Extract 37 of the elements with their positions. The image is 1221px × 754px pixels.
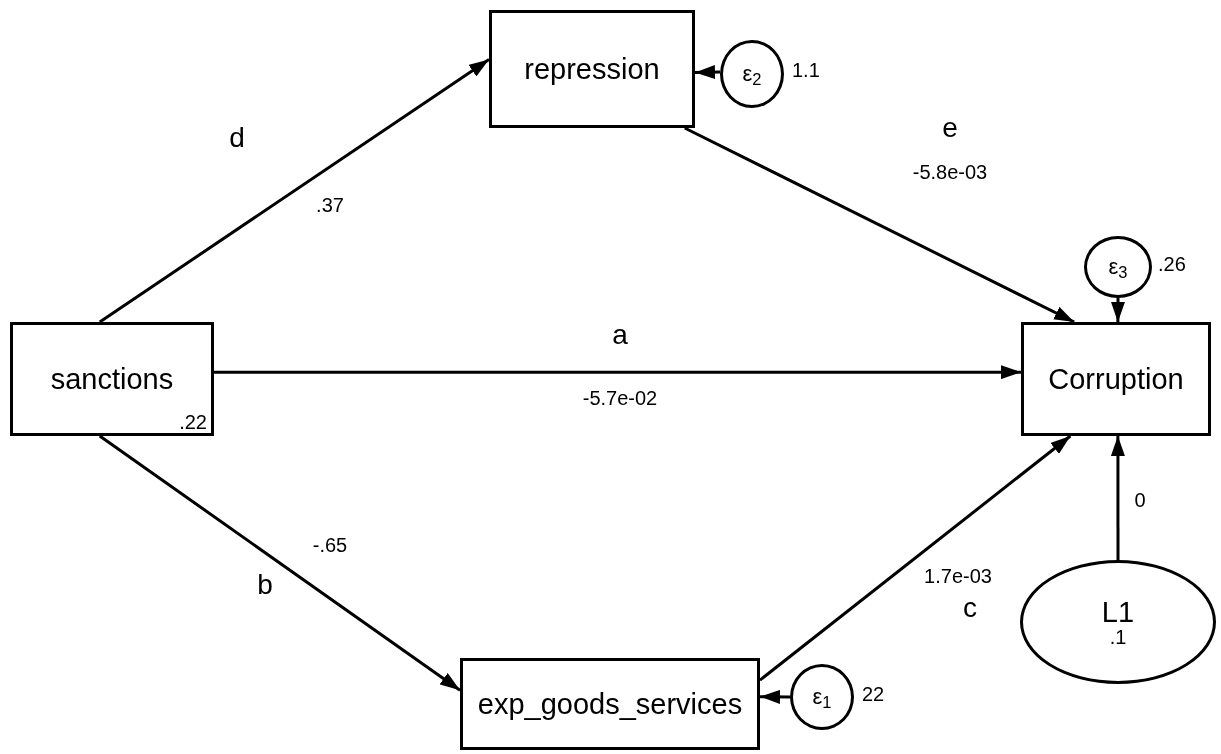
error-term-label: ε$_{2}$: [742, 63, 762, 85]
arrow: [214, 365, 1021, 380]
path-letter: a: [612, 321, 628, 349]
arrow: [1111, 298, 1125, 322]
path-coefficient: .37: [314, 195, 346, 215]
arrow: [759, 434, 1072, 682]
path-coefficient: -5.7e-02: [580, 388, 660, 408]
path-letter: b: [257, 571, 273, 599]
variable-box: [10, 322, 214, 436]
arrow: [684, 126, 1075, 324]
variable-box: [1021, 322, 1211, 436]
variance-label: 22: [862, 684, 885, 704]
arrow: [98, 434, 461, 692]
error-term-label: ε$_{3}$: [1108, 256, 1128, 278]
arrow: [98, 58, 490, 324]
path-letter: c: [963, 594, 977, 622]
variance-label: 1.1: [792, 60, 820, 80]
path-coefficient: -.65: [310, 535, 350, 555]
path-coefficient: 1.7e-03: [922, 566, 994, 586]
variance-label: .22: [179, 412, 207, 432]
variable-name: Corruption: [1048, 364, 1184, 394]
path-letter: e: [942, 114, 958, 142]
variable-box: [489, 10, 695, 128]
error-term-label: ε$_{1}$: [812, 686, 832, 708]
variance-label: .26: [1158, 254, 1186, 274]
arrow: [694, 65, 721, 80]
arrow: [1110, 436, 1125, 560]
variance-label: .1: [1109, 626, 1127, 647]
path-coefficient: -5.8e-03: [910, 162, 990, 182]
variable-name: repression: [524, 54, 660, 84]
variable-name: L1: [1101, 597, 1135, 627]
variable-name: sanctions: [50, 364, 174, 394]
path-coefficient: 0: [1132, 490, 1148, 510]
path-letter: d: [229, 124, 245, 152]
variable-box: [460, 658, 760, 750]
variable-name: exp_goods_services: [477, 689, 743, 719]
arrow: [760, 689, 790, 704]
